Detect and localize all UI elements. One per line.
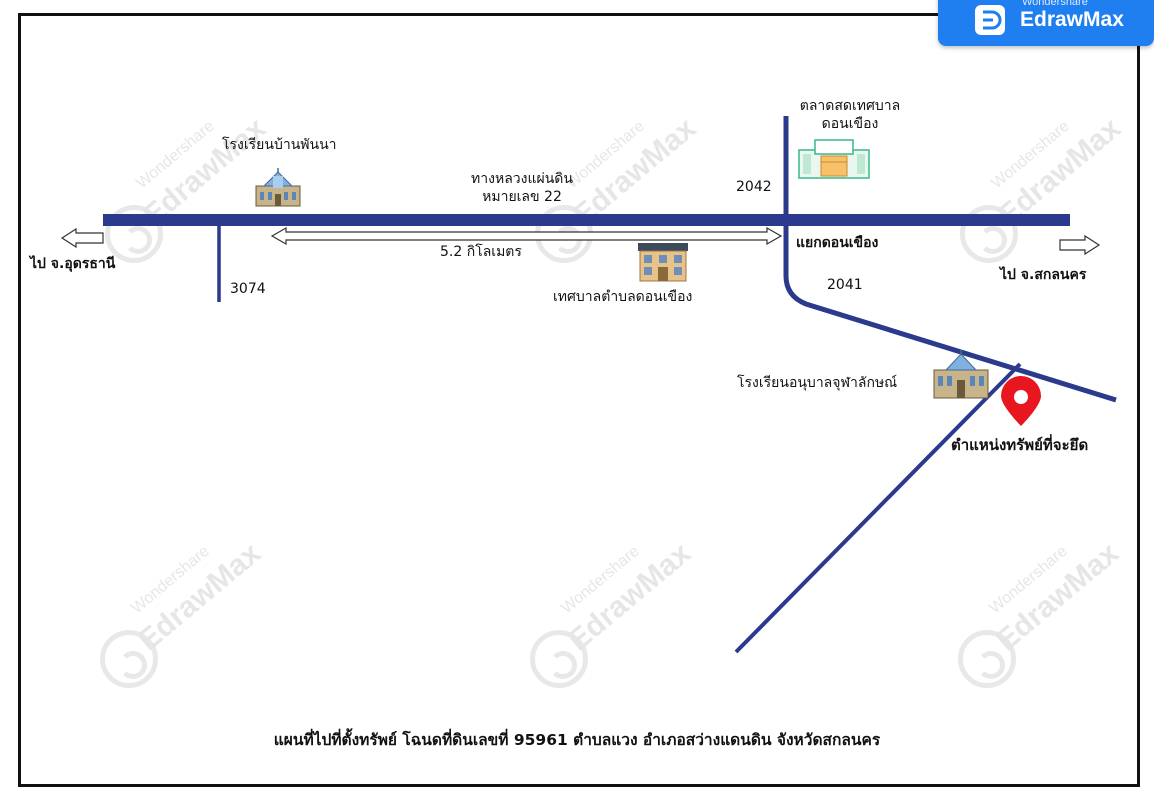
property-label: ตำแหน่งทรัพย์ที่จะยึด: [951, 436, 1089, 454]
building-icon: [638, 243, 688, 282]
arrow-right-icon: [1059, 234, 1101, 256]
school-phannna-label: โรงเรียนบ้านพันนา: [222, 137, 337, 153]
market-label: ตลาดสดเทศบาล ดอนเขือง: [795, 98, 905, 133]
to-udon-label: ไป จ.อุดรธานี: [30, 256, 116, 272]
highway-label: ทางหลวงแผ่นดิน หมายเลข 22: [452, 171, 592, 206]
market-icon: [798, 139, 870, 179]
road-2042-label: 2042: [736, 179, 772, 195]
to-sakon-label: ไป จ.สกลนคร: [1000, 267, 1087, 283]
edrawmax-logo-icon: [975, 5, 1005, 35]
highway-label-line2: หมายเลข 22: [482, 188, 562, 205]
location-pin-icon: [1001, 376, 1041, 426]
road-3074-label: 3074: [230, 281, 266, 297]
distance-arrow-icon: [270, 226, 783, 246]
intersection-label: แยกดอนเขือง: [796, 235, 879, 251]
road-to-property: [734, 362, 1022, 654]
distance-label: 5.2 กิโลเมตร: [440, 244, 522, 260]
road-2041: [783, 226, 1117, 403]
logo-small-text: Wondershare: [1022, 0, 1088, 8]
highway-label-line1: ทางหลวงแผ่นดิน: [471, 171, 573, 187]
logo-big-text: EdrawMax: [1020, 8, 1124, 31]
arrow-left-icon: [60, 227, 104, 249]
edrawmax-logo: Wondershare EdrawMax: [938, 0, 1154, 46]
market-label-line2: ดอนเขือง: [821, 115, 879, 132]
school-icon: [933, 350, 989, 399]
market-label-line1: ตลาดสดเทศบาล: [799, 98, 901, 114]
municipality-label: เทศบาลตำบลดอนเขือง: [553, 289, 693, 305]
map-frame: [18, 13, 1140, 787]
road-2041-label: 2041: [827, 277, 863, 293]
school-icon: [255, 168, 301, 207]
kindergarten-label: โรงเรียนอนุบาลจุฬาลักษณ์: [737, 375, 898, 391]
map-caption: แผนที่ไปที่ตั้งทรัพย์ โฉนดที่ดินเลขที่ 9…: [273, 731, 881, 749]
